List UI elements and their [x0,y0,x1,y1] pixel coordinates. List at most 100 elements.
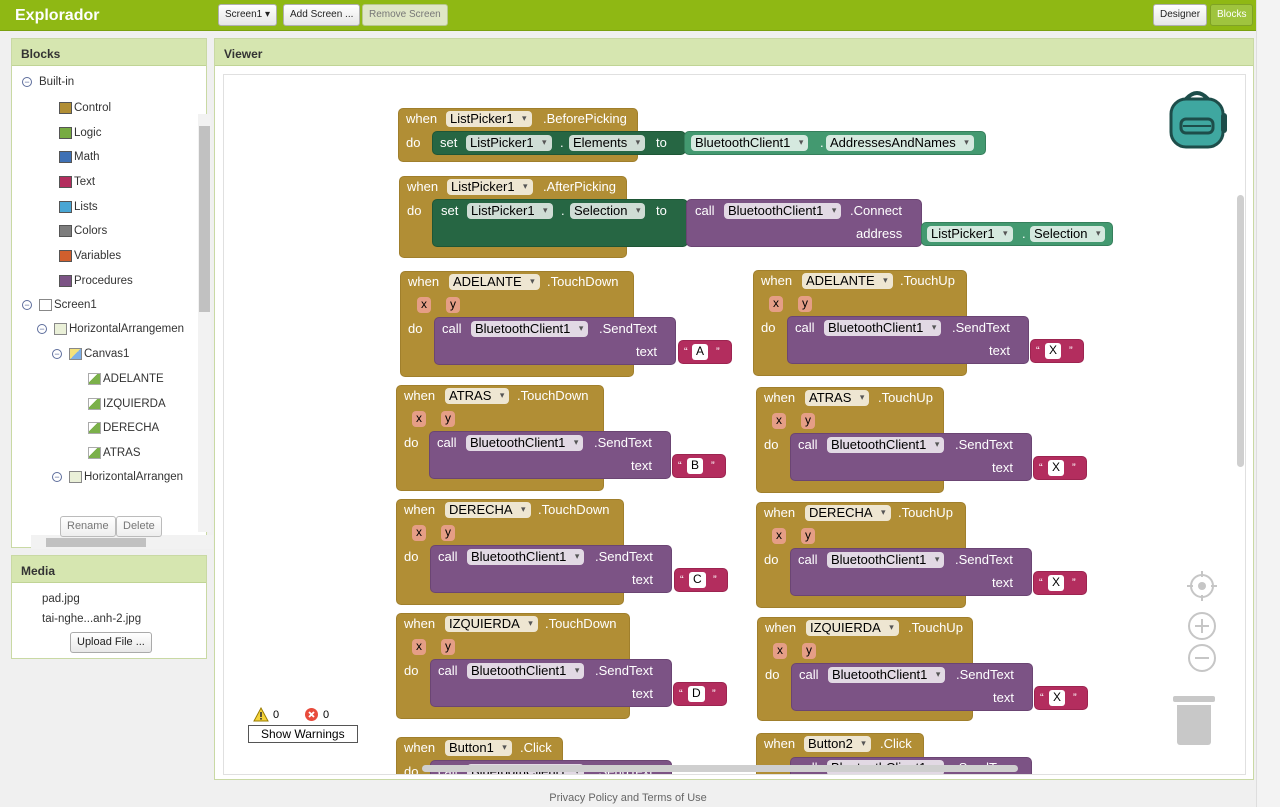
param-x[interactable]: x [412,639,426,655]
builtin-lists[interactable]: Lists [59,198,98,216]
blocks-button[interactable]: Blocks [1210,4,1254,26]
param-y[interactable]: y [441,639,455,655]
param-y[interactable]: y [798,296,812,312]
delete-button[interactable]: Delete [116,516,162,537]
add-screen-button[interactable]: Add Screen ... [283,4,361,26]
designer-button[interactable]: Designer [1153,4,1208,26]
remove-screen-button[interactable]: Remove Screen [362,4,448,26]
builtin-logic[interactable]: Logic [59,124,102,142]
zoom-out-icon[interactable] [1187,643,1217,673]
tree-horizontal-scrollbar[interactable] [31,535,213,549]
collapse-icon[interactable]: − [37,324,47,334]
workspace-vertical-scrollbar[interactable] [1237,195,1244,467]
component-dropdown[interactable]: BluetoothClient1 [724,203,842,219]
property-dropdown[interactable]: AddressesAndNames [826,135,974,151]
component-dropdown[interactable]: ListPicker1 [927,226,1013,242]
component-dropdown[interactable]: BluetoothClient1 [827,437,945,453]
param-y[interactable]: y [446,297,460,313]
component-dropdown[interactable]: Button1 [445,740,512,756]
component-dropdown[interactable]: BluetoothClient1 [471,321,589,337]
text-value[interactable]: X [1048,575,1065,591]
component-dropdown[interactable]: BluetoothClient1 [827,552,945,568]
tree-screen1[interactable]: − Screen1 [22,296,97,314]
workspace-horizontal-scrollbar[interactable] [422,765,1018,772]
show-warnings-button[interactable]: Show Warnings [248,725,358,743]
builtin-math[interactable]: Math [59,148,100,166]
tree-vertical-scrollbar[interactable] [198,114,211,532]
component-dropdown[interactable]: IZQUIERDA [806,620,899,636]
param-y[interactable]: y [802,643,816,659]
screen-select[interactable]: Screen1 ▾ [218,4,278,26]
component-dropdown[interactable]: DERECHA [445,502,531,518]
param-x[interactable]: x [412,411,426,427]
param-y[interactable]: y [441,525,455,541]
quote-open: “ [1039,577,1043,589]
component-dropdown[interactable]: ADELANTE [449,274,540,290]
param-x[interactable]: x [417,297,431,313]
component-dropdown[interactable]: BluetoothClient1 [824,320,942,336]
component-dropdown[interactable]: ATRAS [445,388,510,404]
collapse-icon[interactable]: − [52,472,62,482]
tree-horizontal-arrangement-2[interactable]: − HorizontalArrangen [52,468,183,486]
component-dropdown[interactable]: BluetoothClient1 [466,435,584,451]
param-x[interactable]: x [773,643,787,659]
tree-horizontal-arrangement-1[interactable]: − HorizontalArrangemen [37,320,184,338]
tree-sprite-atras[interactable]: ATRAS [88,444,141,462]
upload-file-button[interactable]: Upload File ... [70,632,152,653]
text-value[interactable]: X [1045,343,1062,359]
component-dropdown[interactable]: BluetoothClient1 [467,663,585,679]
collapse-icon[interactable]: − [22,77,32,87]
property-dropdown[interactable]: Selection [1030,226,1106,242]
collapse-icon[interactable]: − [52,349,62,359]
component-dropdown[interactable]: ListPicker1 [466,135,552,151]
component-dropdown[interactable]: Button2 [804,736,871,752]
param-y[interactable]: y [801,413,815,429]
builtin-colors[interactable]: Colors [59,222,107,240]
media-file[interactable]: tai-nghe...anh-2.jpg [42,613,142,625]
component-dropdown[interactable]: BluetoothClient1 [691,135,809,151]
collapse-icon[interactable]: − [22,300,32,310]
text-value[interactable]: D [688,686,705,702]
component-dropdown[interactable]: DERECHA [805,505,891,521]
param-x[interactable]: x [769,296,783,312]
component-dropdown[interactable]: ListPicker1 [467,203,553,219]
component-dropdown[interactable]: BluetoothClient1 [828,667,946,683]
param-y[interactable]: y [441,411,455,427]
text-value[interactable]: A [692,344,709,360]
tree-builtin[interactable]: − Built-in [22,73,74,91]
param-x[interactable]: x [772,413,786,429]
component-dropdown[interactable]: ATRAS [805,390,870,406]
text-value[interactable]: B [687,458,704,474]
param-x[interactable]: x [412,525,426,541]
builtin-variables[interactable]: Variables [59,247,121,265]
scrollbar-thumb[interactable] [46,538,146,547]
page-scrollbar[interactable] [1256,0,1280,807]
text-value[interactable]: C [689,572,706,588]
param-y[interactable]: y [801,528,815,544]
media-file[interactable]: pad.jpg [42,593,80,605]
component-dropdown[interactable]: ListPicker1 [446,111,532,127]
builtin-text[interactable]: Text [59,173,95,191]
blocks-workspace[interactable]: when ListPicker1 .BeforePicking do set L… [223,74,1246,775]
text-value[interactable]: X [1048,460,1065,476]
component-dropdown[interactable]: IZQUIERDA [445,616,538,632]
tree-sprite-adelante[interactable]: ADELANTE [88,370,164,388]
tree-canvas1[interactable]: − Canvas1 [52,345,129,363]
component-dropdown[interactable]: BluetoothClient1 [467,549,585,565]
zoom-in-icon[interactable] [1187,611,1217,641]
property-dropdown[interactable]: Elements [569,135,646,151]
tree-sprite-izquierda[interactable]: IZQUIERDA [88,395,166,413]
builtin-procedures[interactable]: Procedures [59,272,133,290]
property-dropdown[interactable]: Selection [570,203,646,219]
backpack-icon[interactable] [1164,85,1230,151]
recenter-icon[interactable] [1187,571,1217,601]
builtin-control[interactable]: Control [59,99,111,117]
footer-link[interactable]: Privacy Policy and Terms of Use [549,792,707,804]
param-x[interactable]: x [772,528,786,544]
component-dropdown[interactable]: ADELANTE [802,273,893,289]
text-value[interactable]: X [1049,690,1066,706]
component-dropdown[interactable]: ListPicker1 [447,179,533,195]
rename-button[interactable]: Rename [60,516,116,537]
scrollbar-thumb[interactable] [199,126,210,312]
tree-sprite-derecha[interactable]: DERECHA [88,419,159,437]
